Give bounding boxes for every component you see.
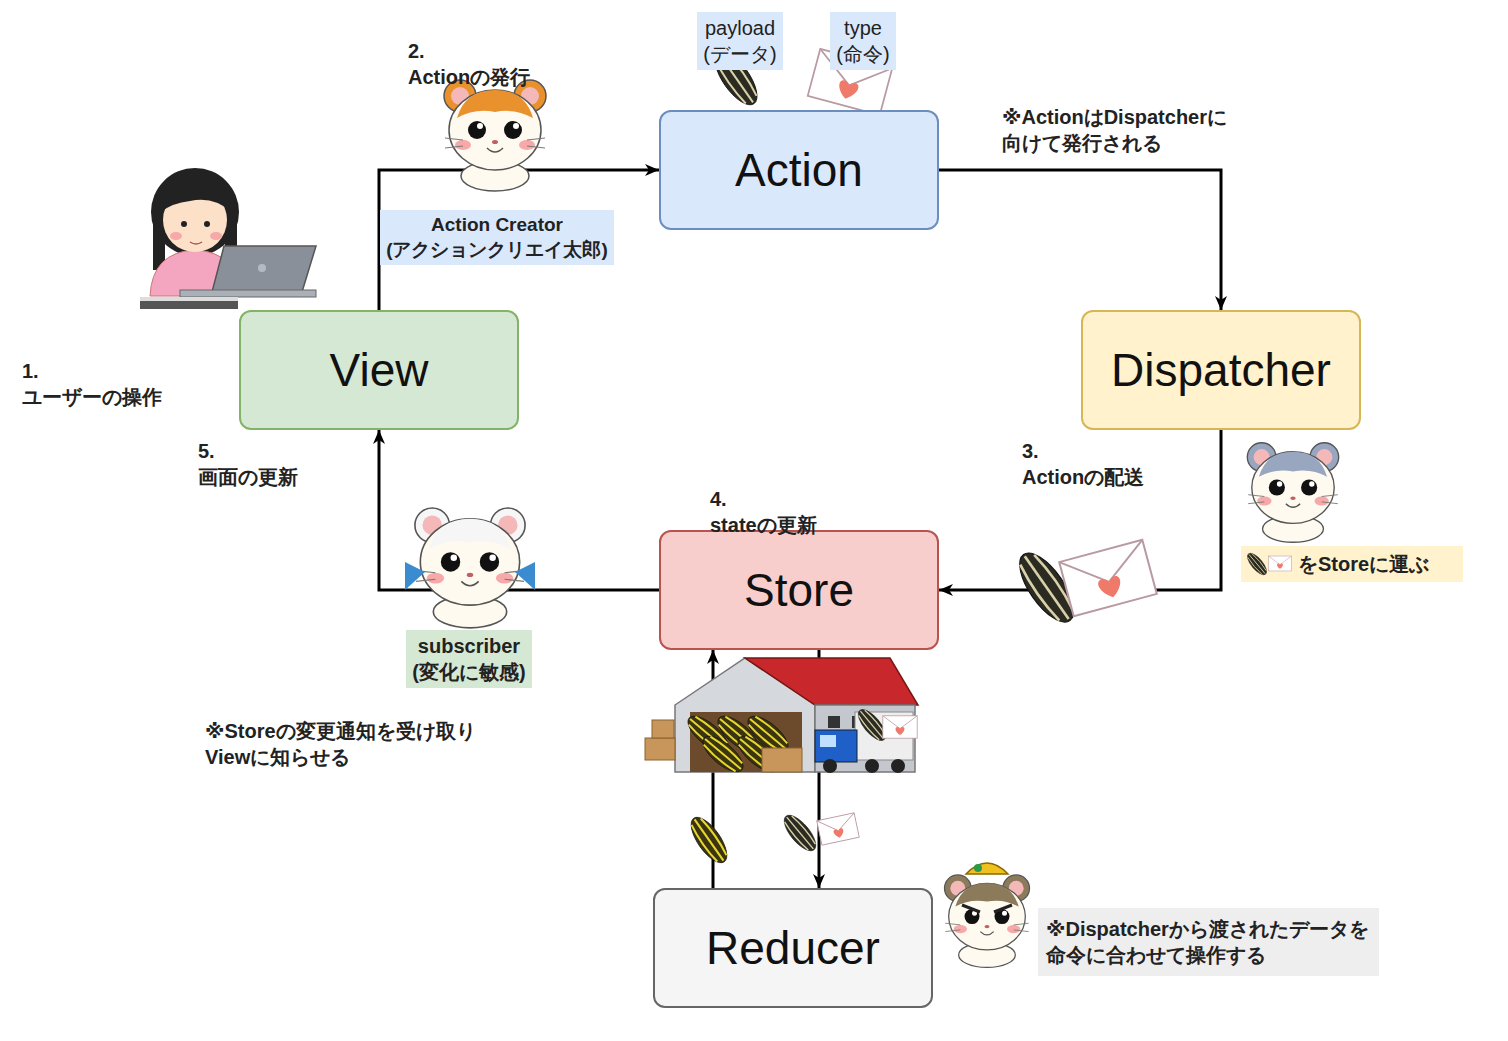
flow-arrow xyxy=(939,170,1221,310)
label-background xyxy=(1241,546,1463,582)
label-text: ※ActionはDispatcherに 向けて発行される xyxy=(1002,106,1227,154)
label-text: Action Creator (アクションクリエイ太郎) xyxy=(386,214,608,260)
label-text: 2. Actionの発行 xyxy=(408,40,530,88)
process-box: Store xyxy=(659,530,939,650)
process-box: Reducer xyxy=(653,888,933,1008)
warehouse xyxy=(645,658,918,778)
label-text: 3. Actionの配送 xyxy=(1022,440,1144,488)
label-text: ※Storeの変更通知を受け取り Viewに知らせる xyxy=(205,720,476,768)
subscriber-hamster xyxy=(405,508,535,628)
label-text: payload (データ) xyxy=(703,17,776,65)
label-text: ※Dispatcherから渡されたデータを 命令に合わせて操作する xyxy=(1046,918,1369,966)
box-title: View xyxy=(330,343,429,397)
note-text: 3. Actionの配送 xyxy=(1022,438,1147,490)
process-box: Action xyxy=(659,110,939,230)
tag-label: subscriber (変化に敏感) xyxy=(406,630,532,688)
label-text: type (命令) xyxy=(836,17,889,65)
label-text: をStoreに運ぶ xyxy=(1298,553,1429,575)
note-text: 2. Actionの発行 xyxy=(408,38,533,90)
process-box: View xyxy=(239,310,519,430)
process-box: Dispatcher xyxy=(1081,310,1361,430)
flow-arrow xyxy=(379,170,659,310)
tag-label: type (命令) xyxy=(830,12,896,70)
tag-label: payload (データ) xyxy=(697,12,783,70)
action-creator-hamster xyxy=(444,80,546,191)
box-title: Action xyxy=(735,143,863,197)
note-text: 5. 画面の更新 xyxy=(198,438,300,490)
note-text: 4. stateの更新 xyxy=(710,486,819,538)
label-text: 5. 画面の更新 xyxy=(198,440,298,488)
reducer-hamster xyxy=(945,863,1030,967)
box-title: Reducer xyxy=(706,921,880,975)
note-text: ※Storeの変更通知を受け取り Viewに知らせる xyxy=(205,718,478,770)
user-figure xyxy=(140,168,316,309)
note-text: ※ActionはDispatcherに 向けて発行される xyxy=(1002,104,1230,156)
carried-data-icons xyxy=(1010,540,1157,631)
label-text: 1. ユーザーの操作 xyxy=(22,360,162,408)
note-text: をStoreに運ぶ xyxy=(1298,551,1432,577)
label-text: subscriber (変化に敏感) xyxy=(412,635,525,683)
tag-label: ※Dispatcherから渡されたデータを 命令に合わせて操作する xyxy=(1038,908,1379,976)
reducer-flow-icons xyxy=(685,810,860,868)
note-text: 1. ユーザーの操作 xyxy=(22,358,164,410)
label-text: 4. stateの更新 xyxy=(710,488,817,536)
dispatcher-hamster xyxy=(1247,443,1338,542)
tag-label: Action Creator (アクションクリエイ太郎) xyxy=(380,210,614,265)
box-title: Store xyxy=(744,563,854,617)
box-title: Dispatcher xyxy=(1111,343,1331,397)
